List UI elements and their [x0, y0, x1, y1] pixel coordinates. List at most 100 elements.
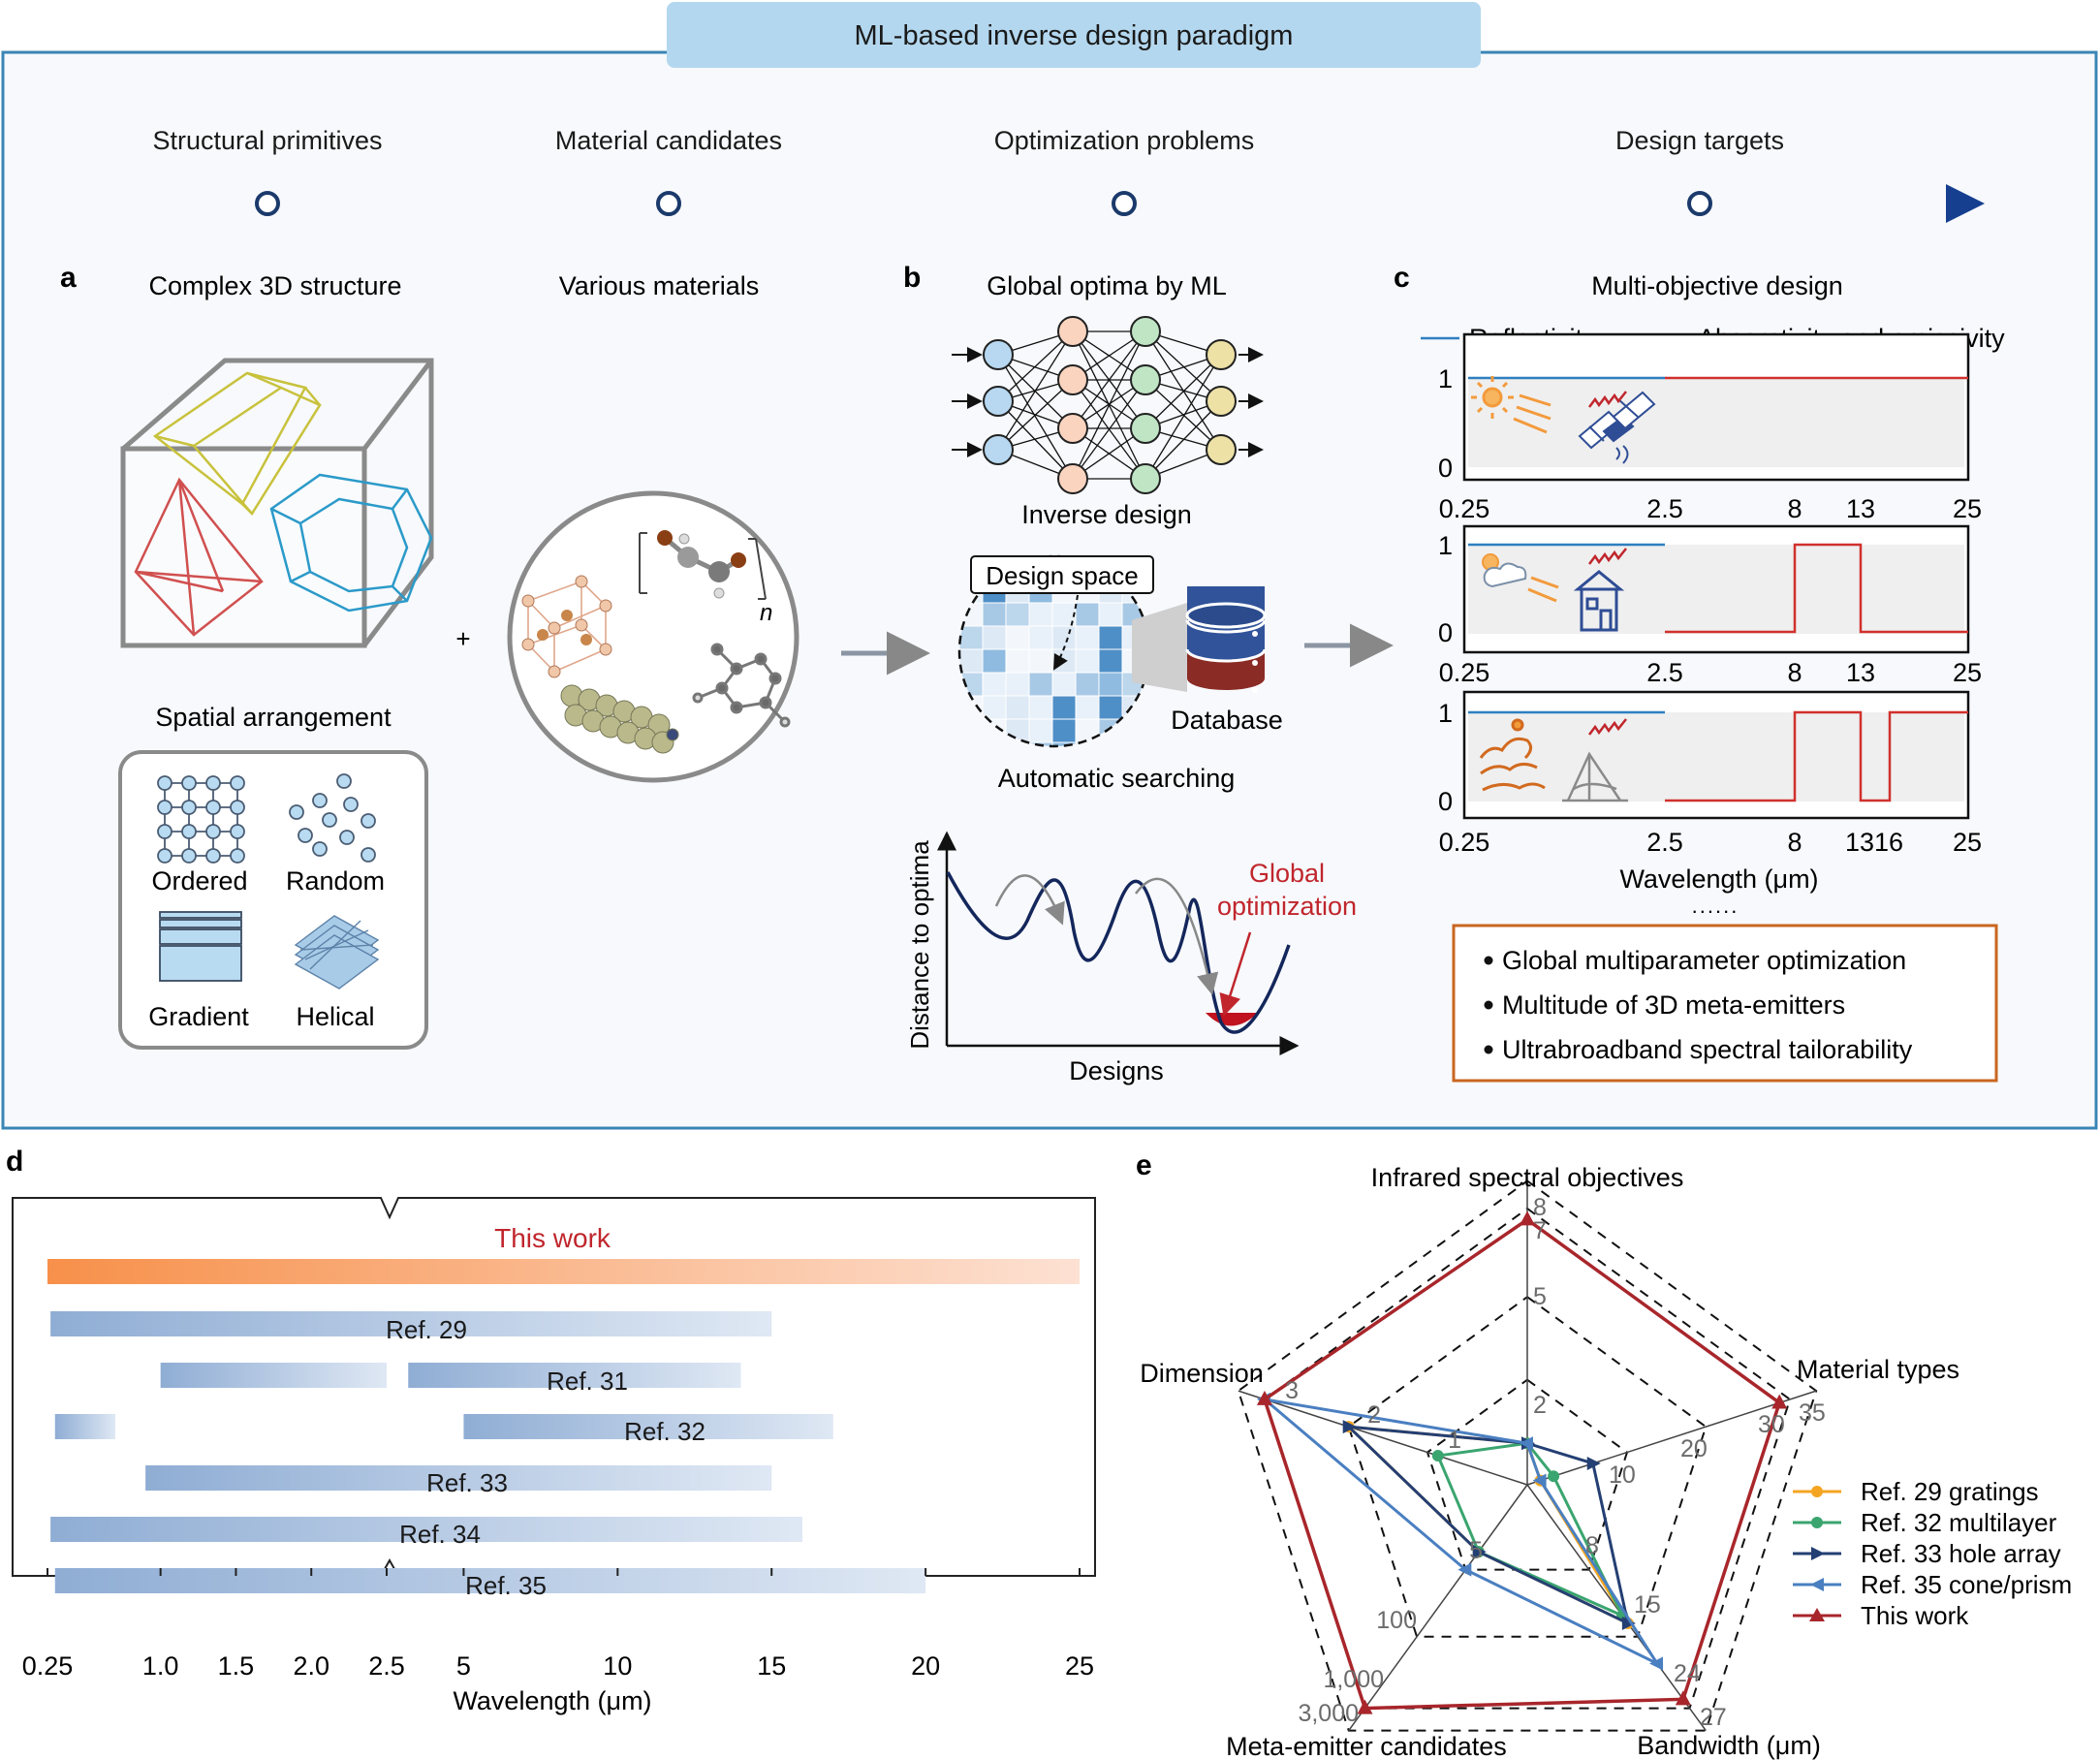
- polymer-molecule-icon: n: [639, 530, 772, 626]
- tick-bandwidth-24: 24: [1674, 1660, 1701, 1687]
- header-title: ML-based inverse design paradigm: [855, 20, 1294, 51]
- radar-point: [1357, 1699, 1373, 1714]
- emission-wave-icon: [1588, 391, 1627, 408]
- legend-ref35-label: Ref. 35 cone/prism: [1861, 1570, 2072, 1599]
- tick-candidates-3000: 3,000: [1298, 1700, 1359, 1727]
- design-space-cell: [1028, 672, 1053, 697]
- radar-spoke: [1526, 1484, 1707, 1732]
- feature-item-3: Ultrabroadband spectral tailorability: [1502, 1035, 1913, 1064]
- timeline-node: [1112, 191, 1137, 216]
- design-space-cell: [1098, 625, 1123, 650]
- radar-point: [1431, 1450, 1444, 1462]
- legend-ref32-label: Ref. 32 multilayer: [1861, 1508, 2057, 1537]
- range-x-tick-label: 15: [757, 1651, 786, 1681]
- feature-item-1: Global multiparameter optimization: [1502, 946, 1906, 975]
- design-space-cell: [1028, 625, 1053, 650]
- organic-molecule-icon: [692, 643, 791, 728]
- panel-c-xlabel: Wavelength (μm): [1619, 864, 1818, 894]
- timeline-node: [656, 191, 681, 216]
- tick-bandwidth-8: 8: [1585, 1532, 1599, 1559]
- global-opt-line2: optimization: [1217, 892, 1357, 921]
- xtick-1-2.5: 2.5: [1646, 494, 1683, 523]
- radar-point: [1457, 1562, 1472, 1577]
- axis-label-dimension: Dimension: [1140, 1359, 1264, 1388]
- tick-dimension-1: 1: [1448, 1427, 1461, 1454]
- opt-ylabel: Distance to optima: [905, 840, 934, 1050]
- radar-grid-ring: [1426, 1378, 1629, 1571]
- spectrum-subplot-1: 1 0 0.25 2.5 8 13 25: [1438, 332, 1982, 523]
- spatial-title: Spatial arrangement: [155, 703, 392, 732]
- radar-point: [1621, 1616, 1636, 1630]
- tick-material-10: 10: [1609, 1461, 1636, 1489]
- satellite-icon: [1578, 391, 1656, 464]
- design-space-arrow: [1053, 594, 1079, 671]
- timeline-nodes: [255, 191, 1712, 216]
- optimization-plot: [937, 831, 1300, 1055]
- panel-c-title: Multi-objective design: [1591, 271, 1843, 300]
- design-space-cell: [1028, 648, 1053, 674]
- range-x-tick-label: 1.0: [142, 1651, 179, 1681]
- sun-icon: [1471, 376, 1551, 434]
- design-space-cell: [1075, 625, 1100, 650]
- spectrum-subplot-2: 1 0 0.25 2.5 8 13 25: [1438, 524, 1982, 687]
- range-x-tick-label: 5: [456, 1651, 471, 1681]
- xtick-3-25: 25: [1953, 828, 1982, 857]
- xtick-2-25: 25: [1953, 658, 1982, 687]
- radar-chart: [1237, 1179, 1818, 1732]
- xtick-1-25: 25: [1953, 494, 1982, 523]
- range-bar: [54, 1414, 115, 1439]
- panel-a-letter: a: [60, 262, 77, 294]
- design-space-cell: [1075, 648, 1100, 674]
- radar-series-ref33: [1342, 1420, 1636, 1630]
- design-space-cell: [982, 648, 1007, 674]
- radar-point: [1256, 1390, 1272, 1405]
- panel-b-title: Global optima by ML: [987, 271, 1227, 300]
- timeline-node: [1687, 191, 1712, 216]
- random-dots-icon: [289, 773, 376, 863]
- tick-spectral-7: 7: [1533, 1217, 1547, 1244]
- radar-point: [1342, 1420, 1357, 1434]
- range-x-tick-label: 0.25: [22, 1651, 74, 1681]
- design-space-cell: [1051, 648, 1077, 674]
- design-space-cell: [1028, 602, 1053, 627]
- design-space-cell: [1098, 648, 1123, 674]
- bar-label-ref31: Ref. 31: [547, 1367, 628, 1396]
- radar-point: [1532, 1473, 1547, 1488]
- ytick-3-top: 1: [1438, 699, 1453, 728]
- features-box: [1452, 924, 1998, 1083]
- red-octahedron-icon: [134, 477, 264, 637]
- xtick-3-8: 8: [1787, 828, 1802, 857]
- bar-label-ref29: Ref. 29: [386, 1315, 467, 1344]
- design-space-cell: [1075, 695, 1100, 720]
- legend-ref33-label: Ref. 33 hole array: [1861, 1539, 2061, 1568]
- tick-spectral-5: 5: [1533, 1283, 1547, 1310]
- bar-label-ref34: Ref. 34: [399, 1520, 481, 1549]
- radar-legend: Ref. 29 gratings Ref. 32 multilayer Ref.…: [1793, 1477, 2072, 1630]
- legend-ref29-label: Ref. 29 gratings: [1861, 1477, 2039, 1506]
- design-space-cell: [1051, 695, 1077, 720]
- design-space-cell: [982, 602, 1007, 627]
- design-space-cell: [1051, 672, 1077, 697]
- radar-grid-ring: [1237, 1179, 1818, 1732]
- feature-list: Global multiparameter optimization Multi…: [1484, 946, 1913, 1064]
- range-x-tick-label: 1.5: [218, 1651, 255, 1681]
- range-bar: [408, 1363, 741, 1388]
- header-banner: [667, 2, 1481, 68]
- tick-bandwidth-27: 27: [1700, 1704, 1727, 1731]
- radar-point: [1675, 1690, 1691, 1706]
- tick-candidates-5: 5: [1469, 1537, 1483, 1564]
- tick-bandwidth-15: 15: [1634, 1591, 1661, 1619]
- ytick-1-bottom: 0: [1438, 454, 1453, 483]
- stage-structural: Structural primitives: [152, 126, 382, 155]
- radar-ticks: 8 7 5 2 35 30 20 10 27 24 15 8 3,000 1,0…: [1285, 1194, 1826, 1731]
- tick-dimension-3: 3: [1285, 1377, 1299, 1404]
- xtick-3-2.5: 2.5: [1646, 828, 1683, 857]
- range-x-tick-label: 2.0: [293, 1651, 329, 1681]
- global-opt-line1: Global: [1249, 859, 1325, 888]
- design-space-cell: [1075, 602, 1100, 627]
- tick-spectral-8: 8: [1533, 1194, 1547, 1221]
- design-space-cell: [1051, 718, 1077, 743]
- radar-axis-labels: Infrared spectral objectives Material ty…: [1140, 1163, 1959, 1760]
- helical-label: Helical: [296, 1002, 374, 1031]
- xtick-1-8: 8: [1787, 494, 1802, 523]
